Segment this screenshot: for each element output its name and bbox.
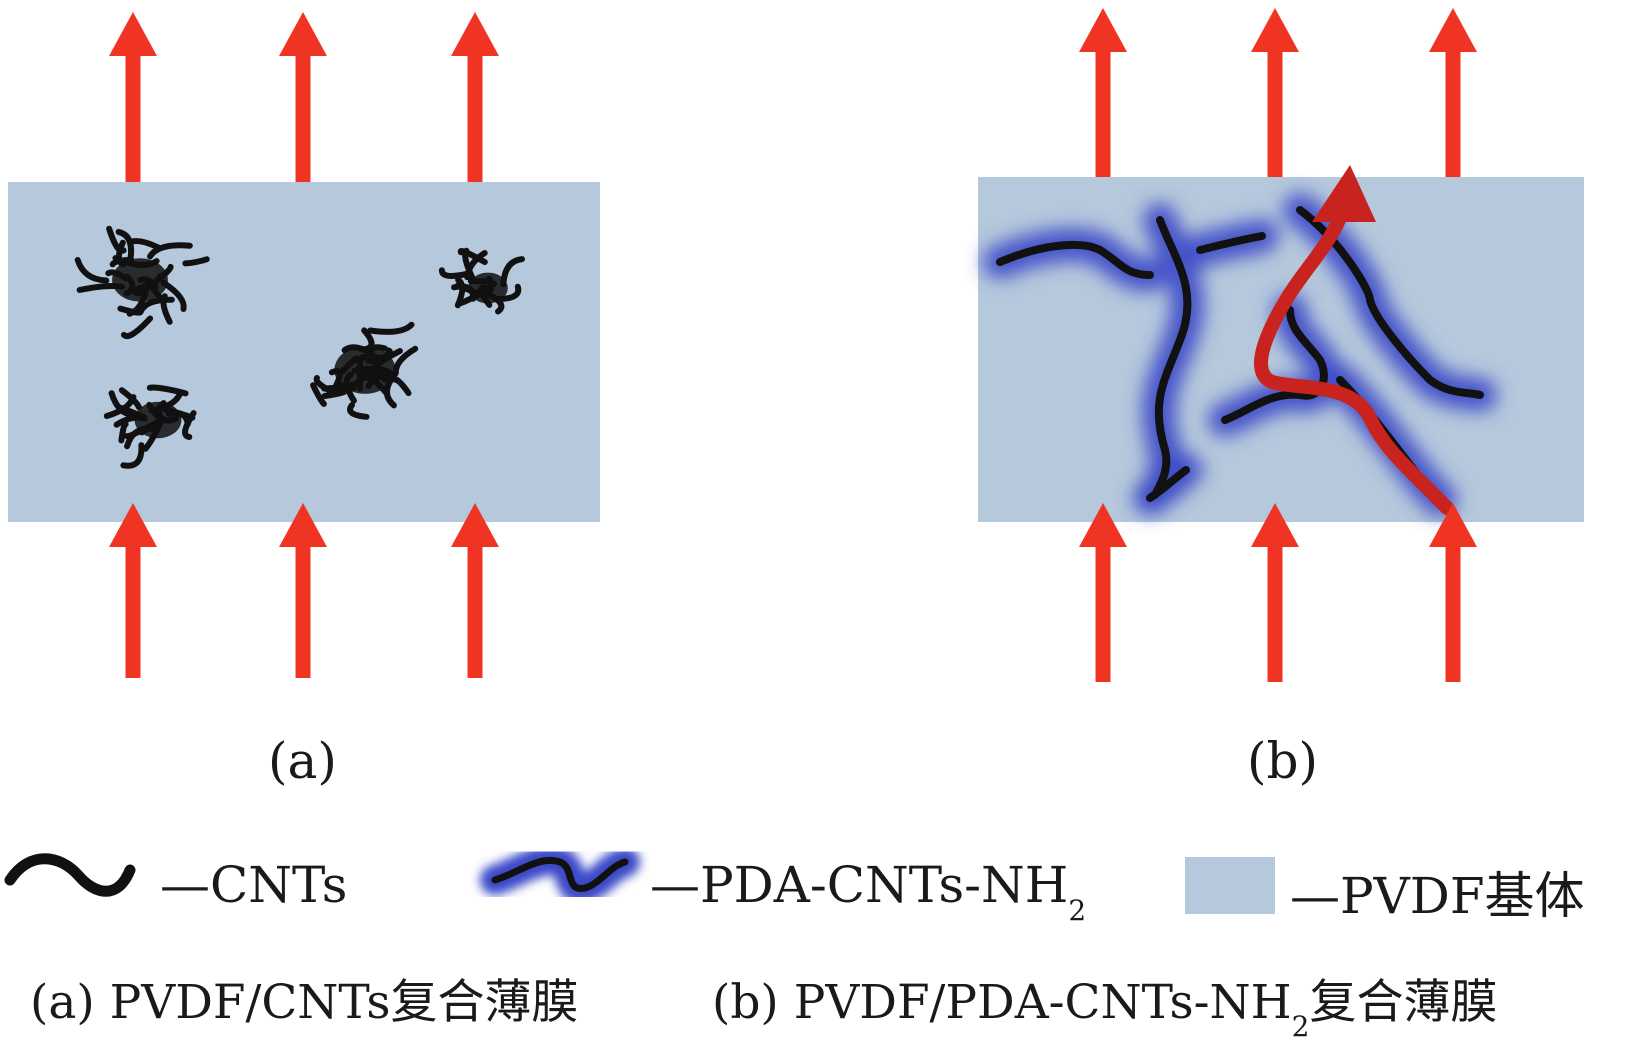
cnt-core xyxy=(468,272,508,304)
heat-arrows-a-bottom xyxy=(109,503,499,678)
heat-arrow xyxy=(451,503,499,678)
arrow-head xyxy=(451,12,499,56)
arrow-head xyxy=(109,503,157,547)
heat-arrow xyxy=(109,12,157,182)
arrow-head xyxy=(1251,503,1299,547)
pda-cnt-strand xyxy=(1196,232,1266,254)
cnt-strand xyxy=(392,345,419,377)
cnt-strand xyxy=(321,387,348,399)
pda-cnt-strand xyxy=(1296,206,1484,399)
cnt-core xyxy=(134,401,182,439)
heat-arrows-a-top xyxy=(109,12,499,182)
arrow-head xyxy=(109,12,157,56)
caption-a: (a) PVDF/CNTs复合薄膜 xyxy=(30,975,579,1030)
cnt-strand xyxy=(367,321,415,335)
heat-arrow xyxy=(1079,503,1127,682)
cnt-cluster xyxy=(74,225,210,340)
cnt-strand xyxy=(118,421,129,444)
cnt-strand xyxy=(74,257,110,284)
arrow-head xyxy=(451,503,499,547)
heat-arrow xyxy=(1429,8,1477,177)
cnt-strand xyxy=(118,387,142,411)
legend-pda-text: —PDA-CNTs-NH xyxy=(650,856,1069,914)
cnt-strand xyxy=(128,238,162,251)
arrow-head xyxy=(279,12,327,56)
panel-b-label: (b) xyxy=(1247,732,1319,790)
pvdf-legend-swatch xyxy=(1185,857,1275,914)
cnt-cluster xyxy=(103,384,197,469)
panel-a-label: (a) xyxy=(268,732,337,790)
cnt-strand xyxy=(147,242,193,260)
arrow-head xyxy=(1079,8,1127,52)
cnt-core xyxy=(334,346,396,394)
cnt-strand xyxy=(137,296,175,316)
cnt-strand xyxy=(347,402,370,420)
cnt-strand xyxy=(310,382,327,407)
caption-b: (b) PVDF/PDA-CNTs-NH2复合薄膜 xyxy=(712,963,1498,1043)
heat-arrow xyxy=(451,12,499,182)
cnt-strand xyxy=(438,267,472,279)
legend-icons xyxy=(4,845,1275,914)
pda-cnt-strand xyxy=(1151,216,1192,499)
heat-arrows-b-top xyxy=(1079,8,1477,177)
legend-pda-subscript: 2 xyxy=(1068,894,1087,927)
heat-arrow xyxy=(1429,503,1477,682)
caption-b-text: (b) PVDF/PDA-CNTs-NH xyxy=(712,975,1292,1030)
cnt-strand xyxy=(106,225,127,254)
pda-cnt-strand xyxy=(1146,466,1190,502)
heat-arrows-b-bottom xyxy=(1079,503,1477,682)
heat-arrow xyxy=(1251,503,1299,682)
cnt-legend-icon xyxy=(4,853,136,897)
arrow-head xyxy=(1429,8,1477,52)
cnt-strand xyxy=(120,442,145,469)
cnt-strand xyxy=(182,256,210,267)
legend-pda-label: —PDA-CNTs-NH2 xyxy=(650,856,1086,927)
cnt-strand xyxy=(146,384,189,397)
arrow-head xyxy=(1079,503,1127,547)
pda-legend-icon xyxy=(491,857,629,892)
heat-arrow xyxy=(1251,8,1299,177)
heat-arrow xyxy=(279,503,327,678)
cnt-core xyxy=(112,258,168,302)
legend-cnts-label: —CNTs xyxy=(160,856,348,914)
heat-arrow xyxy=(279,12,327,182)
cnt-strand xyxy=(462,247,476,283)
cnt-strand xyxy=(182,410,197,440)
heat-arrow xyxy=(109,503,157,678)
legend-pvdf-label: —PVDF基体 xyxy=(1290,867,1585,925)
thermal-conduction-path xyxy=(1254,193,1454,515)
cnt-cluster xyxy=(310,321,419,420)
cnt-strand xyxy=(120,315,154,340)
caption-b-suffix: 复合薄膜 xyxy=(1309,975,1498,1030)
pvdf-matrix-a xyxy=(8,182,600,522)
arrow-head xyxy=(279,503,327,547)
panel-b xyxy=(978,8,1584,682)
heat-arrow xyxy=(1079,8,1127,177)
panel-a xyxy=(8,12,600,678)
caption-b-subscript: 2 xyxy=(1291,1010,1310,1043)
pda-cnt-strand xyxy=(996,240,1154,279)
cnt-cluster xyxy=(438,247,525,315)
thermal-conduction-path-head xyxy=(1312,165,1376,222)
arrow-head xyxy=(1251,8,1299,52)
arrow-head xyxy=(1429,503,1477,547)
cnt-strand xyxy=(160,279,187,312)
